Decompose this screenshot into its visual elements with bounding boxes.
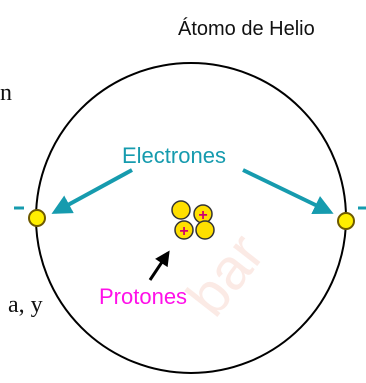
stray-text-bottom: a, y — [8, 292, 43, 318]
nucleon-bottom-right — [195, 220, 215, 240]
electron-arrow-left — [51, 168, 133, 214]
proton-plus-symbol: + — [179, 223, 188, 240]
proton-arrow — [148, 250, 170, 281]
proton-bottom-left — [174, 220, 194, 240]
electron-orbit — [35, 62, 347, 374]
protons-label: Protones — [99, 284, 188, 309]
nucleon-top-left — [171, 200, 191, 220]
electron-left — [28, 209, 46, 227]
nucleus: + + — [171, 200, 215, 240]
electron-right — [337, 212, 355, 230]
proton-plus-symbol: + — [198, 207, 207, 224]
diagram-title: Átomo de Helio — [178, 18, 315, 40]
electrons-label: Electrones — [122, 143, 226, 168]
electron-arrow-right — [242, 168, 334, 215]
stray-text-top: n — [0, 80, 12, 106]
